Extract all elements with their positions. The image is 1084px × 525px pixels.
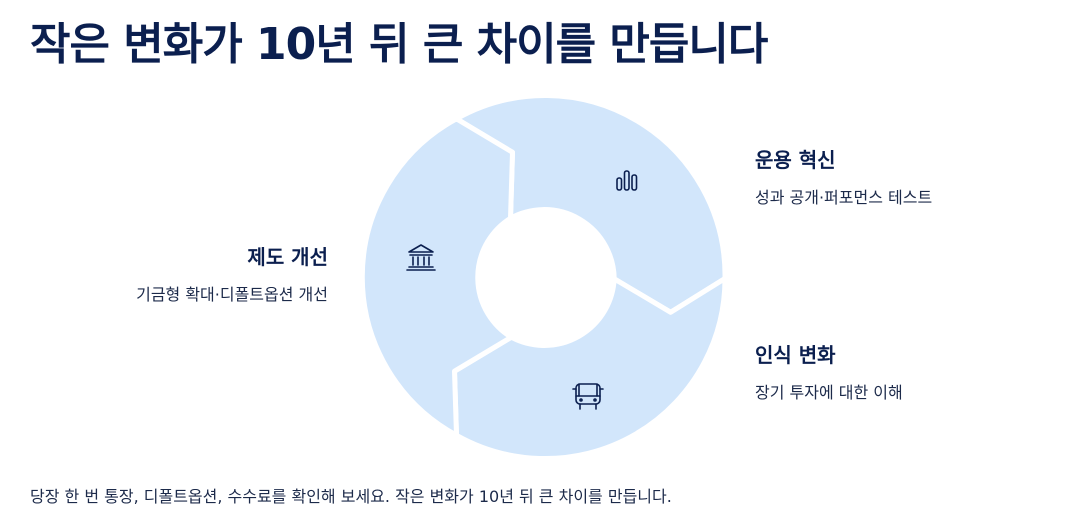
bus-icon bbox=[572, 383, 604, 410]
page-title: 작은 변화가 10년 뒤 큰 차이를 만듭니다 bbox=[30, 19, 768, 70]
bank-building-icon bbox=[406, 244, 436, 271]
segment-perception bbox=[452, 276, 728, 462]
stage-perception-title: 인식 변화 bbox=[755, 343, 836, 367]
stage-ops-description: 성과 공개·퍼포먼스 테스트 bbox=[755, 188, 933, 207]
stage-perception-description: 장기 투자에 대한 이해 bbox=[755, 383, 903, 402]
bar-chart-icon bbox=[616, 170, 638, 191]
segment-ops bbox=[454, 96, 728, 315]
stage-ops: 운용 혁신 성과 공개·퍼포먼스 테스트 bbox=[755, 147, 932, 209]
stage-policy: 제도 개선 기금형 확대·디폴트옵션 개선 bbox=[136, 244, 328, 306]
stage-ops-title: 운용 혁신 bbox=[755, 148, 836, 172]
cycle-diagram bbox=[362, 96, 728, 462]
footer-note: 당장 한 번 통장, 디폴트옵션, 수수료를 확인해 보세요. 작은 변화가 1… bbox=[30, 487, 672, 506]
stage-perception: 인식 변화 장기 투자에 대한 이해 bbox=[755, 342, 903, 404]
segment-policy bbox=[362, 116, 515, 438]
stage-policy-description: 기금형 확대·디폴트옵션 개선 bbox=[136, 285, 328, 304]
stage-policy-title: 제도 개선 bbox=[247, 245, 328, 269]
cycle-ring bbox=[362, 96, 728, 462]
